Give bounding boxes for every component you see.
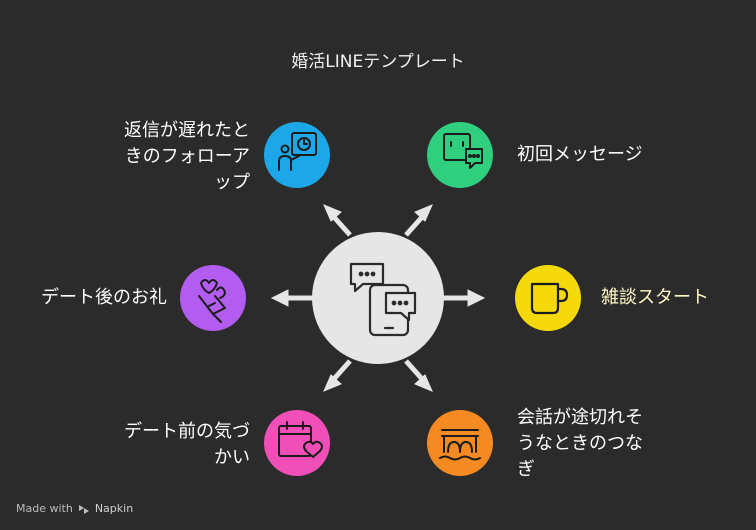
node-first-message[interactable] <box>427 122 493 188</box>
node-label-late-reply: 返信が遅れたと きのフォローア ップ <box>124 120 250 193</box>
hub-circle <box>312 232 444 364</box>
node-label-first-message: 初回メッセージ <box>517 144 643 165</box>
chat-window-icon <box>443 133 483 169</box>
node-late-reply[interactable] <box>264 122 330 188</box>
calendar-heart-icon <box>278 421 323 458</box>
chat-bubbles-phone-icon <box>349 262 417 337</box>
napkin-logo-icon <box>78 504 89 514</box>
connector-arrows <box>270 204 486 392</box>
arrow-top-left <box>323 204 352 237</box>
node-label-before-date: デート前の気づ かい <box>124 421 250 468</box>
node-before-date[interactable] <box>264 410 330 476</box>
node-after-date[interactable] <box>180 265 246 331</box>
node-label-small-talk: 雑談スタート <box>601 287 709 308</box>
arrow-right <box>440 289 486 307</box>
node-label-after-date: デート後のお礼 <box>41 287 167 308</box>
made-with-footer[interactable]: Made with Napkin <box>16 502 133 515</box>
arrow-bottom-right <box>404 359 433 392</box>
footer-prefix: Made with <box>16 502 73 515</box>
bridge-icon <box>439 429 481 461</box>
node-small-talk[interactable] <box>515 265 581 331</box>
node-label-reconnect: 会話が途切れそ うなときのつな ぎ <box>517 407 643 480</box>
arrow-top-right <box>404 204 433 237</box>
person-clock-board-icon <box>278 132 317 171</box>
mug-icon <box>530 282 569 315</box>
bouquet-icon <box>198 279 226 323</box>
footer-brand: Napkin <box>94 502 134 515</box>
node-reconnect[interactable] <box>427 410 493 476</box>
diagram-title: 婚活LINEテンプレート <box>291 52 465 72</box>
arrow-bottom-left <box>323 359 352 392</box>
arrow-left <box>270 289 316 307</box>
